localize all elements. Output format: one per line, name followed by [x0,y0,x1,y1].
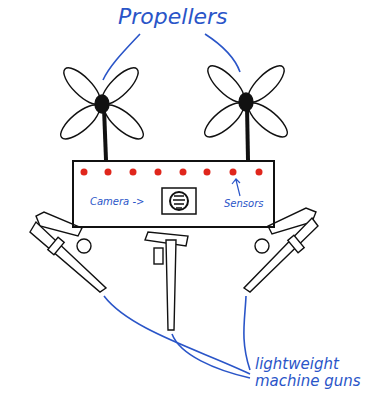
sensor-dots [81,169,263,176]
leader-line [104,296,250,374]
machine-gun-symbol [244,208,318,292]
machine-gun-symbol [30,212,106,292]
guns-label: lightweight machine guns [255,356,367,391]
machine-gun-symbol [145,232,188,330]
leader-line [244,296,250,370]
propeller-symbol [200,61,292,160]
leader-line [172,334,250,378]
leader-line [232,179,240,196]
camera-symbol [162,188,196,214]
sensors-label: Sensors [224,198,264,209]
drone-body-fill [72,160,275,228]
propellers-label: Propellers [118,4,228,29]
drone-body: Camera -> Sensors [72,160,275,228]
propeller-symbol [56,63,148,160]
camera-label: Camera -> [90,196,144,207]
